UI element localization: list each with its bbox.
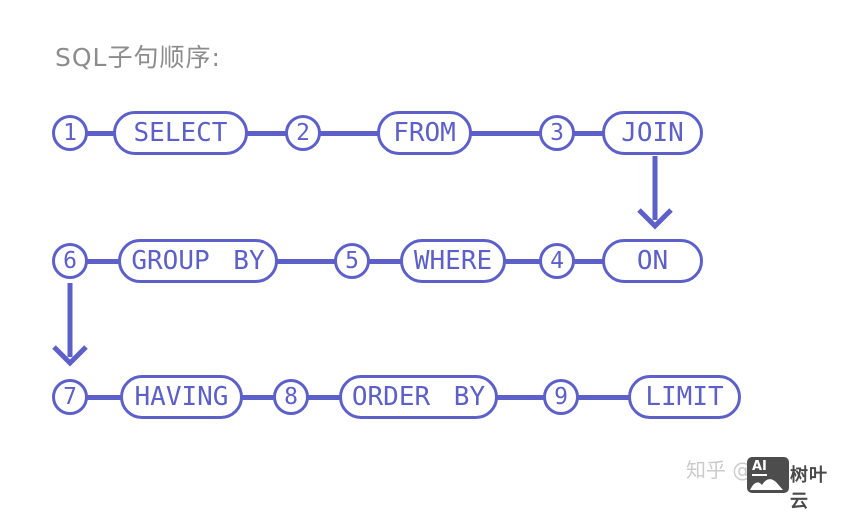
clause-pill-group-by: GROUP BY: [118, 239, 278, 283]
step-circle-4: 4: [539, 243, 575, 279]
arrow-6-to-7: [52, 283, 88, 367]
clause-pill-having: HAVING: [120, 375, 243, 419]
step-circle-5: 5: [334, 243, 370, 279]
clause-pill-where: WHERE: [400, 239, 506, 283]
clause-pill-from: FROM: [377, 111, 472, 155]
step-circle-6: 6: [52, 243, 88, 279]
step-circle-9: 9: [543, 379, 579, 415]
step-circle-3: 3: [539, 115, 575, 151]
arrow-join-to-on: [637, 156, 673, 230]
sql-clause-order-diagram: { "title": "SQL子句顺序:", "colors": { "acce…: [52, 43, 827, 512]
clause-pill-join: JOIN: [602, 111, 703, 155]
clause-pill-limit: LIMIT: [628, 375, 741, 419]
step-circle-8: 8: [273, 379, 309, 415]
clause-pill-on: ON: [602, 239, 703, 283]
ai-image-badge: AI: [747, 457, 789, 493]
step-circle-2: 2: [285, 115, 321, 151]
clause-pill-order-by: ORDER BY: [339, 375, 498, 419]
clause-pill-select: SELECT: [113, 111, 248, 155]
mountain-photo-icon: [750, 479, 783, 490]
connector-row-1: [70, 131, 655, 136]
page-title: SQL子句顺序:: [55, 43, 221, 72]
zhihu-watermark-text: 知乎 @: [686, 458, 753, 482]
step-circle-1: 1: [52, 115, 88, 151]
step-circle-7: 7: [52, 379, 88, 415]
ai-badge-label: AI: [752, 459, 767, 476]
brand-watermark-text: 树叶云: [790, 465, 828, 512]
diagram-canvas: SQL子句顺序: 1 SELECT 2 FROM 3 JOIN 6 GROUP …: [52, 43, 827, 512]
